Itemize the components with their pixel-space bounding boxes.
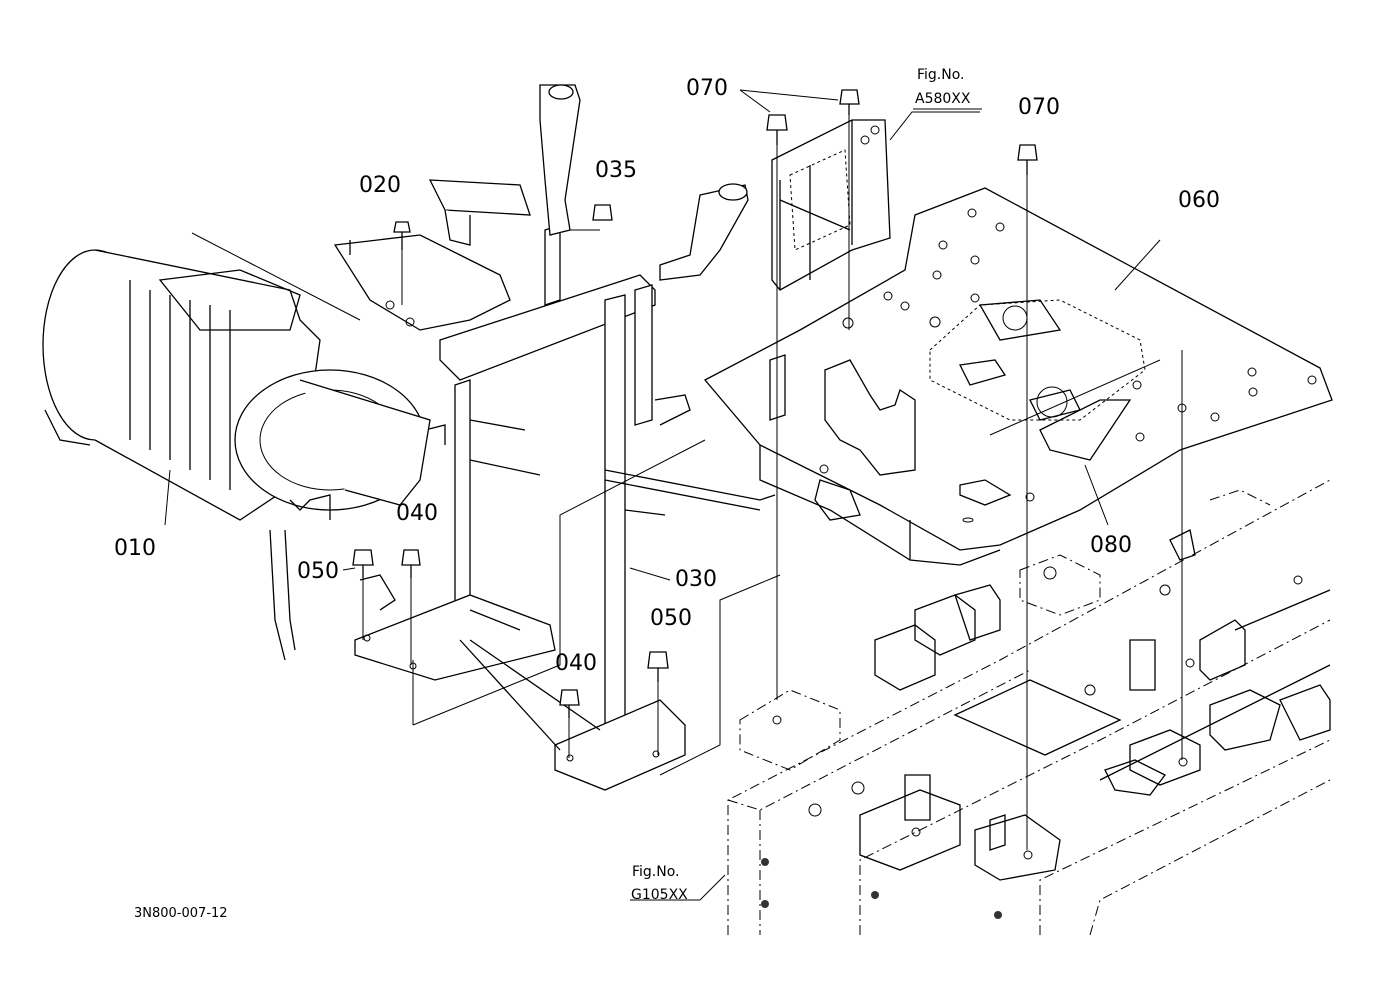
steering-support-030 [333, 84, 776, 791]
label-060: 060 [1178, 188, 1220, 213]
leader-lines [164, 89, 1183, 901]
label-050-left: 050 [297, 559, 339, 584]
figref-top-line1: Fig.No. [917, 67, 965, 83]
figref-bottom-line2: G105XX [631, 887, 688, 903]
drawing-code: 3N800-007-12 [134, 906, 228, 921]
label-040-lower: 040 [555, 651, 597, 676]
air-cleaner-010 [42, 249, 431, 661]
label-040-upper: 040 [396, 501, 438, 526]
label-035: 035 [595, 158, 637, 183]
label-080: 080 [1090, 533, 1132, 558]
figure-ref-top: Fig.No. A580XX [913, 67, 982, 110]
figure-ref-bottom: Fig.No. G105XX [631, 864, 688, 903]
chassis-frame [727, 479, 1331, 936]
figref-top-line2: A580XX [915, 91, 971, 107]
label-010: 010 [114, 536, 156, 561]
label-030: 030 [675, 567, 717, 592]
figref-bottom-line1: Fig.No. [632, 864, 680, 880]
label-020: 020 [359, 173, 401, 198]
upper-bracket [771, 119, 891, 291]
label-070-right: 070 [1018, 95, 1060, 120]
bolts [352, 89, 1038, 718]
label-050-right: 050 [650, 606, 692, 631]
label-070-left: 070 [686, 76, 728, 101]
part-labels: 010 020 030 035 040 040 050 050 060 070 … [114, 76, 1220, 676]
